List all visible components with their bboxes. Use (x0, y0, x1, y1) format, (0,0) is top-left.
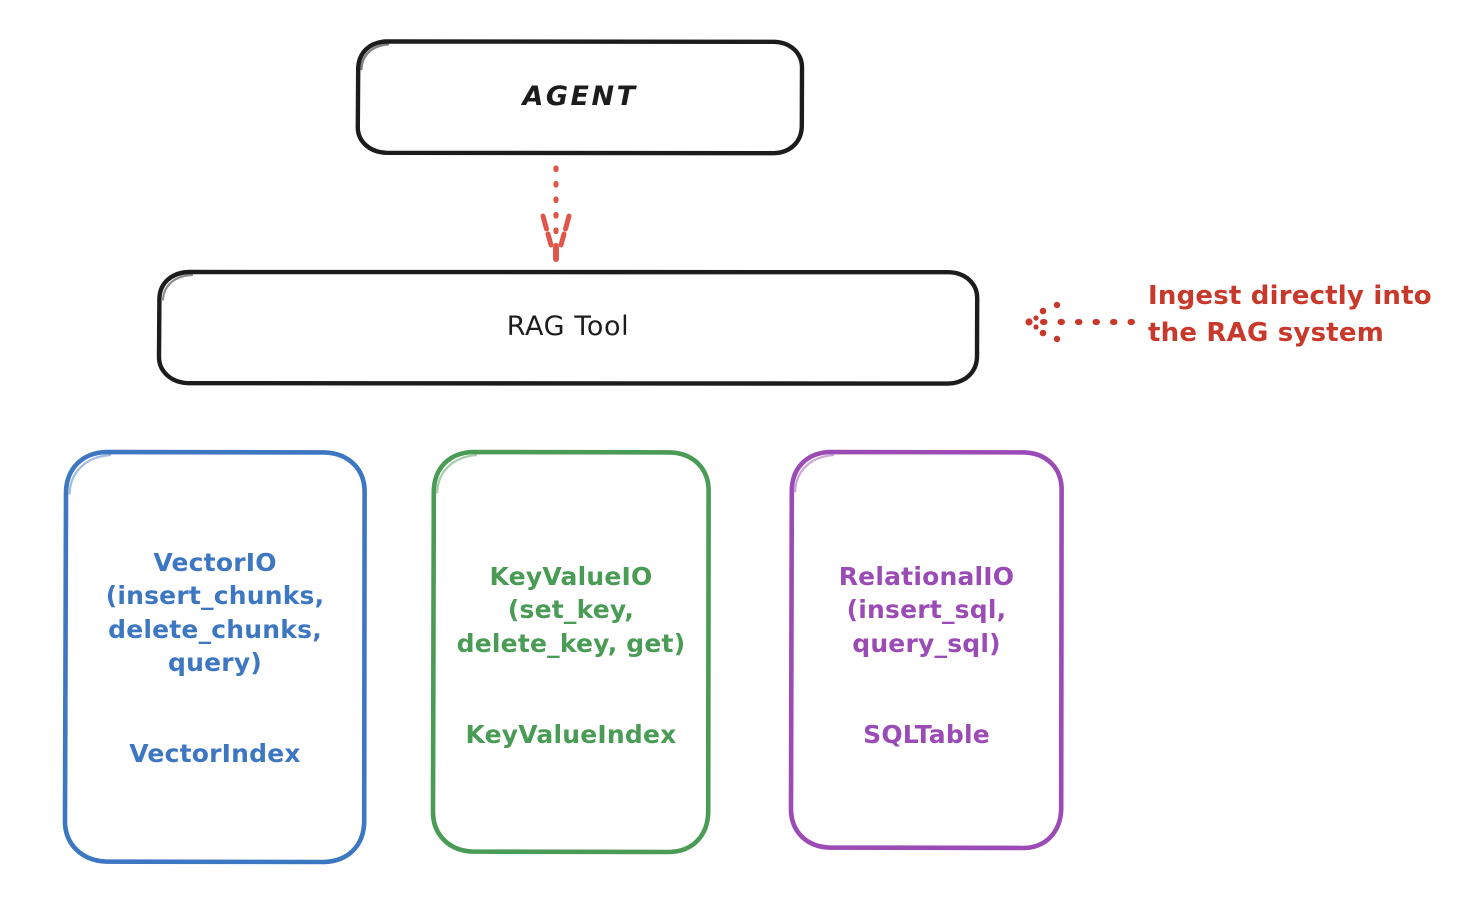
vector-io-api-label: VectorIO (insert_chunks, delete_chunks, … (105, 548, 325, 677)
relational-io-index-label: SQLTable (863, 719, 990, 749)
keyvalue-io-content: KeyValueIO (set_key, delete_key, get) Ke… (430, 448, 712, 751)
agent-label: AGENT (522, 80, 638, 112)
keyvalue-io-index-label: KeyValueIndex (465, 719, 677, 749)
edge-agent-to-rag-tool (540, 165, 572, 262)
node-vector-io[interactable]: VectorIO (insert_chunks, delete_chunks, … (62, 448, 368, 866)
relational-io-api-label: RelationalIO (insert_sql, query_sql) (838, 562, 1015, 658)
node-relational-io[interactable]: RelationalIO (insert_sql, query_sql) SQL… (788, 448, 1065, 852)
keyvalue-io-api-label: KeyValueIO (set_key, delete_key, get) (456, 562, 686, 658)
vector-io-content: VectorIO (insert_chunks, delete_chunks, … (62, 448, 368, 770)
relational-io-content: RelationalIO (insert_sql, query_sql) SQL… (788, 448, 1065, 751)
annotation-ingest-directly: Ingest directly into the RAG system (1148, 281, 1432, 348)
rag-tool-label: RAG Tool (506, 310, 630, 342)
vector-io-index-label: VectorIndex (129, 739, 301, 768)
node-keyvalue-io[interactable]: KeyValueIO (set_key, delete_key, get) Ke… (430, 448, 712, 856)
edge-ingest-to-rag-tool (1025, 301, 1135, 343)
node-rag-tool[interactable]: RAG Tool (156, 268, 980, 386)
node-agent[interactable]: AGENT (355, 38, 805, 156)
